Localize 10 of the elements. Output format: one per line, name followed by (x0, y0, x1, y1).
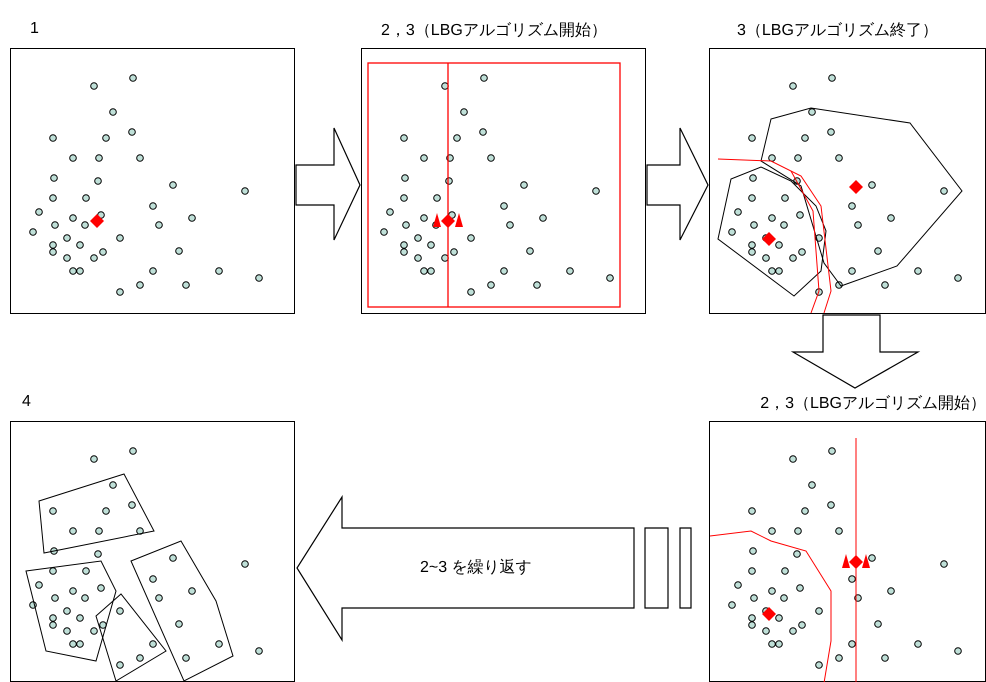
block-arrow (790, 314, 920, 389)
edge-label: 2~3 を繰り返す (420, 557, 532, 578)
panel-heading: 4 (22, 393, 31, 411)
panel-heading: 2，3（LBGアルゴリズム開始） (760, 394, 986, 414)
block-arrow (295, 127, 361, 241)
block-arrow (646, 127, 709, 241)
block-arrow (296, 494, 692, 642)
panel-heading: 2，3（LBGアルゴリズム開始） (381, 21, 607, 41)
panel-heading: 3（LBGアルゴリズム終了） (737, 21, 938, 41)
panel-heading: 1 (30, 20, 39, 38)
